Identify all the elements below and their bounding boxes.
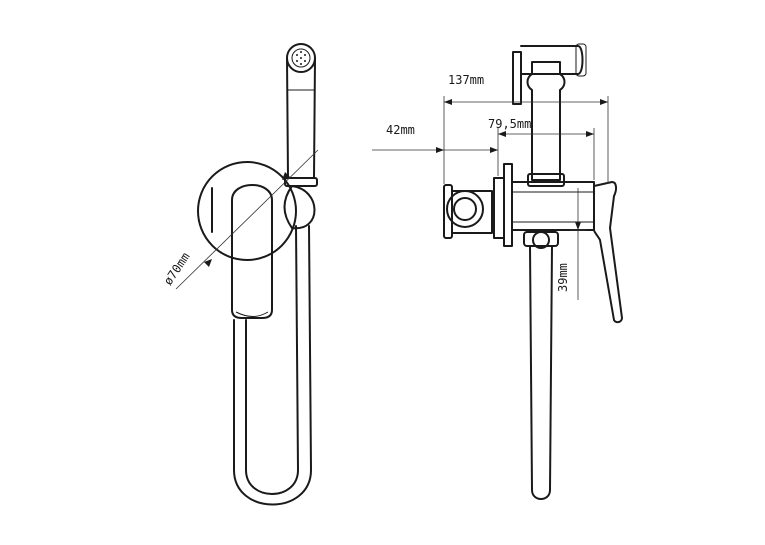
overall-length-label: 137mm (448, 73, 484, 87)
wall-plate-side (443, 184, 493, 239)
body-length-label: 79,5mm (488, 117, 531, 131)
mixer-body-side (493, 163, 623, 324)
dimension-lines (372, 96, 609, 300)
shower-head-front (284, 43, 318, 187)
front-view: ø70mm (161, 43, 319, 506)
hose-side (529, 245, 553, 500)
holder-front (197, 161, 316, 261)
height-label: 39mm (556, 263, 570, 292)
side-view: 137mm 79,5mm 42mm 39mm (372, 43, 623, 500)
diameter-label: ø70mm (161, 250, 193, 288)
hose-front (233, 225, 312, 506)
wall-bracket-side (512, 43, 587, 187)
wall-offset-label: 42mm (386, 123, 415, 137)
lever-body-front (231, 184, 273, 319)
